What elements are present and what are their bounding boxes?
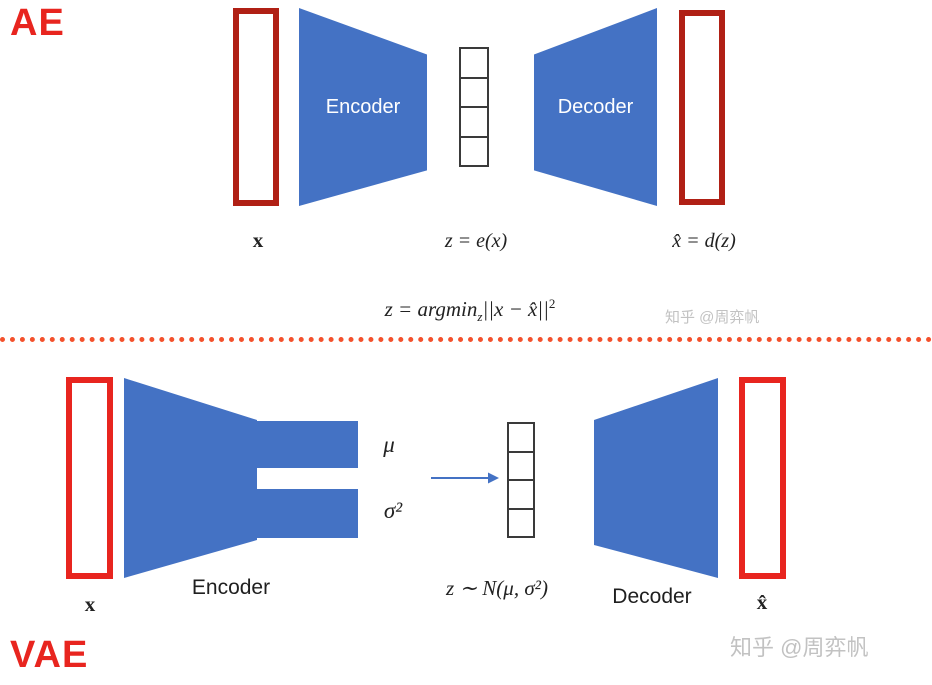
ae-output-label: x̂ = d(z) <box>672 230 736 252</box>
ae-output-box <box>679 10 725 205</box>
ae-encoder-label: Encoder <box>325 95 401 118</box>
ae-input-label: x <box>252 228 264 252</box>
latent-cell <box>507 507 535 538</box>
latent-cell <box>459 76 489 108</box>
formula-sub: z <box>477 309 483 325</box>
ae-decoder-shape: Decoder <box>534 8 657 206</box>
formula-sup: 2 <box>548 296 556 311</box>
latent-cell <box>507 450 535 481</box>
latent-cell <box>459 135 489 167</box>
formula-pre: z = argmin <box>384 297 478 321</box>
vae-sigma-label: σ² <box>383 498 403 523</box>
latent-cell <box>459 106 489 138</box>
ae-input-box <box>233 8 279 206</box>
vae-output-label: x̂ <box>756 590 768 614</box>
ae-section-label: AE <box>10 2 65 44</box>
vae-mu-label: μ <box>383 432 395 457</box>
ae-latent-label: z = e(x) <box>444 230 508 252</box>
vae-latent-label: z ∼ N(μ, σ²) <box>446 576 548 600</box>
formula-mid: ||x − x̂|| <box>482 297 549 321</box>
vae-encoder-shape <box>124 378 257 578</box>
latent-cell <box>459 47 489 79</box>
vae-output-box <box>739 377 786 579</box>
ae-objective-formula: z = argminz||x − x̂||2 <box>385 296 556 325</box>
latent-cell <box>507 479 535 510</box>
vae-decoder-label: Decoder <box>612 585 692 608</box>
ae-encoder-shape: Encoder <box>299 8 427 206</box>
watermark-bottom: 知乎 @周弈帆 <box>730 635 869 660</box>
latent-cell <box>507 422 535 453</box>
vae-decoder-shape <box>594 378 718 578</box>
vae-input-label: x <box>84 592 96 616</box>
vae-input-box <box>66 377 113 579</box>
vae-encoder-label: Encoder <box>191 576 271 599</box>
vae-mu-branch <box>256 421 358 468</box>
watermark-top: 知乎 @周弈帆 <box>665 309 760 326</box>
ae-decoder-label: Decoder <box>557 95 634 118</box>
ae-latent-vector <box>459 47 489 167</box>
vae-latent-vector <box>507 422 535 538</box>
section-divider <box>0 337 932 342</box>
vae-sigma-branch <box>256 489 358 538</box>
arrow-right-icon <box>431 472 499 484</box>
vae-section-label: VAE <box>10 634 89 676</box>
